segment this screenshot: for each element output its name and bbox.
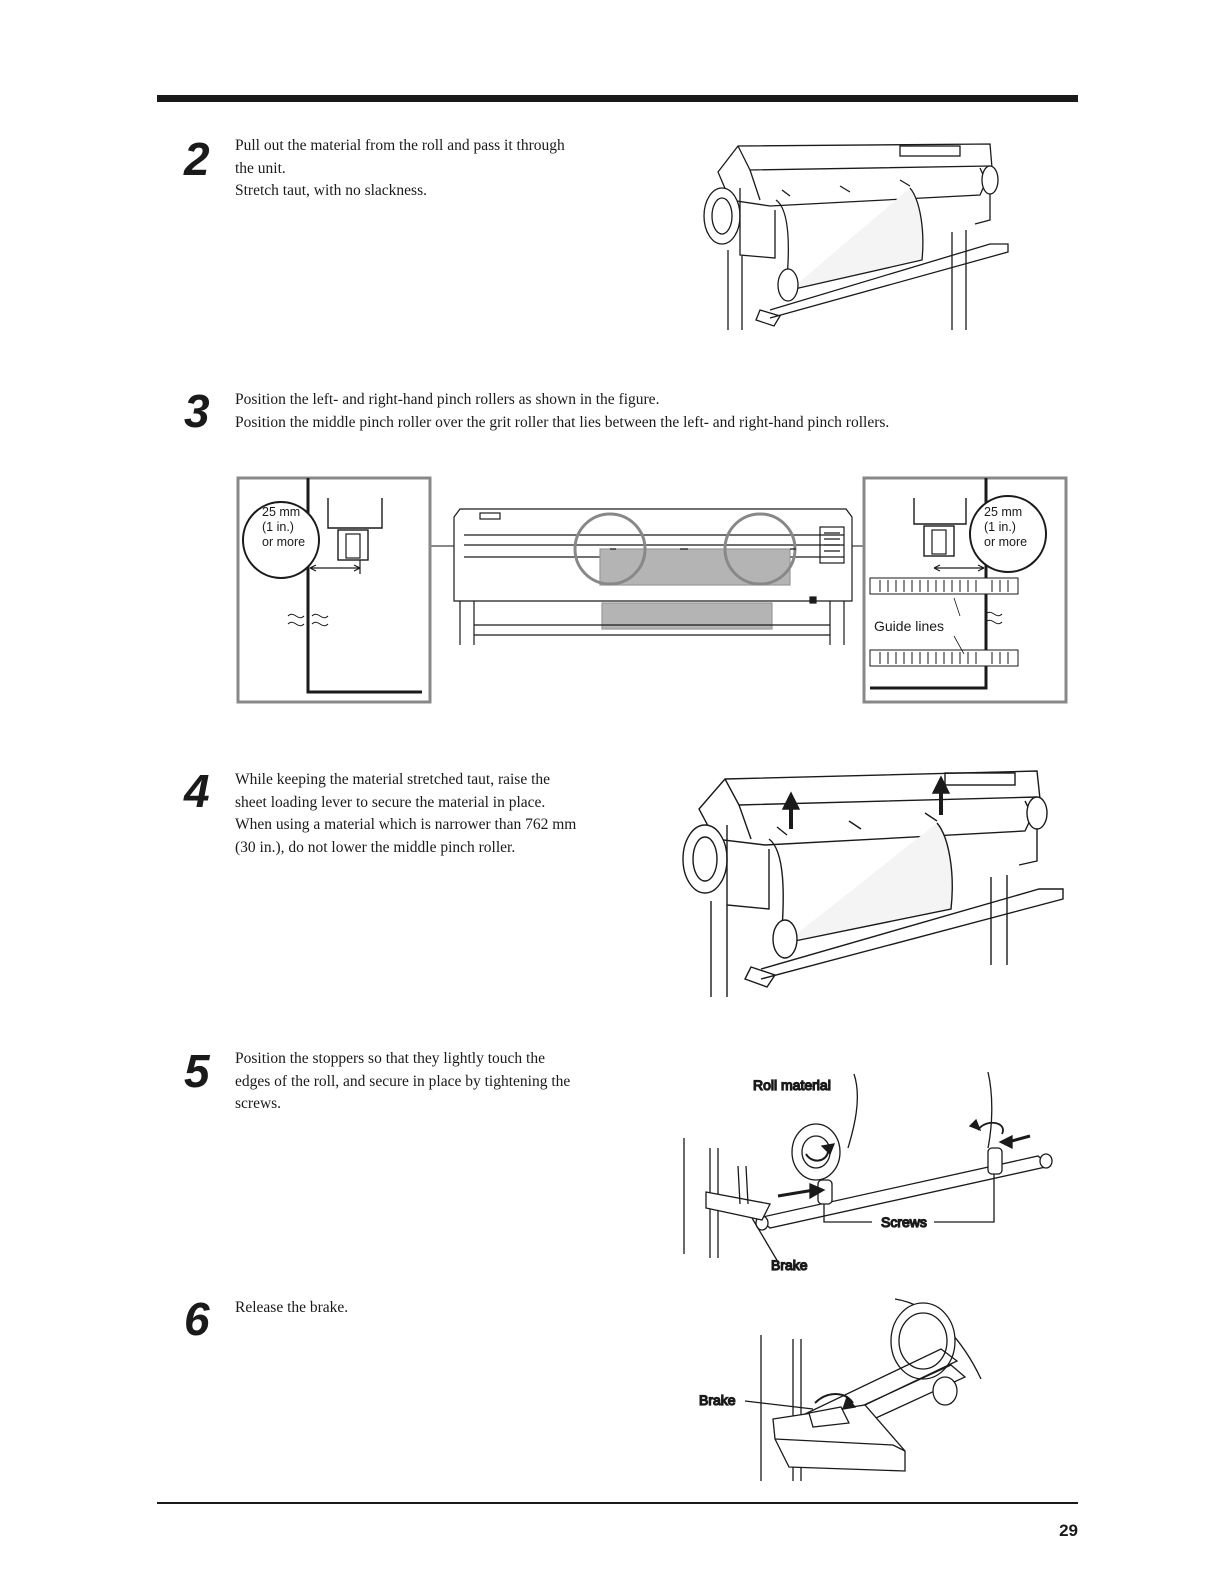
step-2-line: the unit. — [235, 159, 286, 177]
step-6-number: 6 — [184, 1293, 210, 1345]
step-3-text: Position the left- and right-hand pinch … — [235, 389, 889, 434]
page-number: 29 — [1059, 1521, 1078, 1540]
step-3-number: 3 — [184, 385, 210, 437]
step-2-line: Stretch taut, with no slackness. — [235, 182, 427, 199]
step-5-line: screws. — [235, 1095, 282, 1112]
top-rule — [157, 95, 1078, 102]
guide-lines-label: Guide lines — [874, 618, 944, 634]
left-distance-line3: or more — [262, 535, 305, 549]
step-4-line: While keeping the material stretched tau… — [235, 771, 551, 788]
step-6-text: Release the brake. — [235, 1297, 348, 1320]
step-4-text: While keeping the material stretched tau… — [235, 769, 576, 859]
right-distance-line2: (1 in.) — [984, 520, 1016, 534]
left-distance-line2: (1 in.) — [262, 520, 294, 534]
figure-step4-lever — [682, 770, 1064, 997]
step-4-number: 4 — [184, 765, 210, 817]
figure-brake-release: Brake — [698, 1298, 982, 1481]
screws-label: Screws — [881, 1214, 927, 1230]
figure-cutter-front — [453, 508, 853, 645]
figure-step2-cutter — [703, 143, 1009, 330]
step-2-text: Pull out the material from the roll and … — [235, 135, 565, 203]
bottom-rule — [157, 1502, 1078, 1504]
step-5-line: edges of the roll, and secure in place b… — [235, 1072, 571, 1090]
left-distance-line1: 25 mm — [262, 505, 300, 519]
step-3-line: Position the middle pinch roller over th… — [235, 413, 890, 431]
brake-label: Brake — [771, 1257, 808, 1273]
step-4-line: (30 in.), do not lower the middle pinch … — [235, 838, 516, 856]
step-2-line: Pull out the material from the roll and … — [235, 137, 565, 154]
step-4-line: sheet loading lever to secure the materi… — [235, 793, 546, 811]
step-5-text: Position the stoppers so that they light… — [235, 1048, 570, 1116]
figure-pinch-roller-right: 25 mm (1 in.) or more Guide lines — [862, 476, 1068, 704]
step-5-line: Position the stoppers so that they light… — [235, 1050, 545, 1067]
figure-stoppers: Roll material Screws Brake — [683, 1071, 1053, 1274]
step-2-number: 2 — [184, 133, 210, 185]
step-3-line: Position the left- and right-hand pinch … — [235, 391, 660, 408]
step-6-line: Release the brake. — [235, 1299, 349, 1316]
step-5-number: 5 — [184, 1045, 210, 1097]
figure-pinch-roller-left: 25 mm (1 in.) or more — [236, 476, 432, 704]
brake-release-label: Brake — [699, 1392, 736, 1408]
roll-material-label: Roll material — [753, 1077, 831, 1093]
step-4-line: When using a material which is narrower … — [235, 816, 577, 833]
right-distance-line3: or more — [984, 535, 1027, 549]
right-distance-line1: 25 mm — [984, 505, 1022, 519]
